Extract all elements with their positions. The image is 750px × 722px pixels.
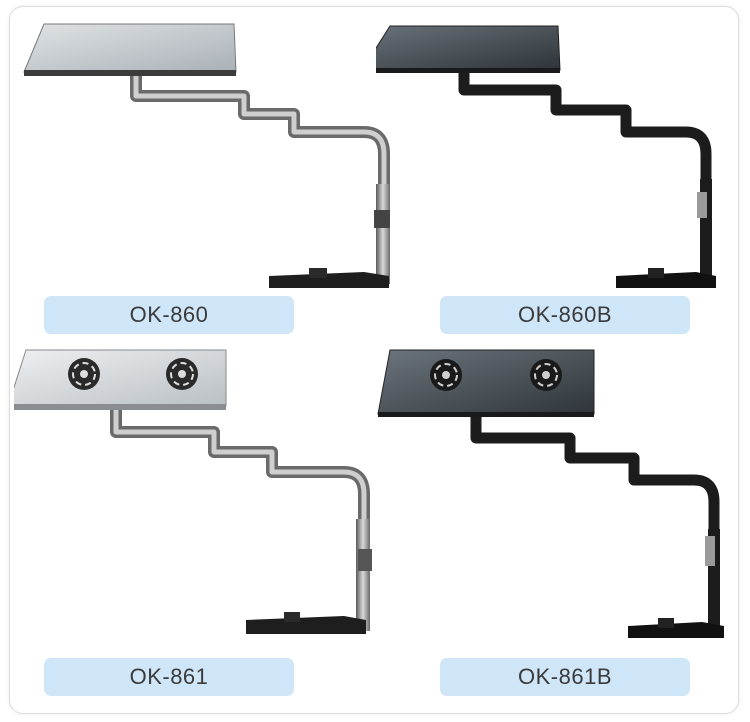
cooling-fan-icon [68,358,100,390]
product-model-label: OK-861 [44,658,294,696]
laptop-stand-image [376,25,716,288]
product-card-ok-861[interactable]: OK-861 [14,344,374,696]
product-model-label: OK-861B [440,658,690,696]
laptop-stand-image [377,349,724,638]
laptop-stand-image [23,23,390,288]
product-model-label: OK-860B [440,296,690,334]
product-card-ok-861b[interactable]: OK-861B [376,344,736,696]
product-card-ok-860b[interactable]: OK-860B [376,14,736,359]
laptop-stand-image [14,349,372,634]
cooling-fan-icon [430,359,462,391]
cooling-fan-icon [530,359,562,391]
product-card-ok-860[interactable]: OK-860 [14,14,390,359]
product-model-label: OK-860 [44,296,294,334]
cooling-fan-icon [166,358,198,390]
